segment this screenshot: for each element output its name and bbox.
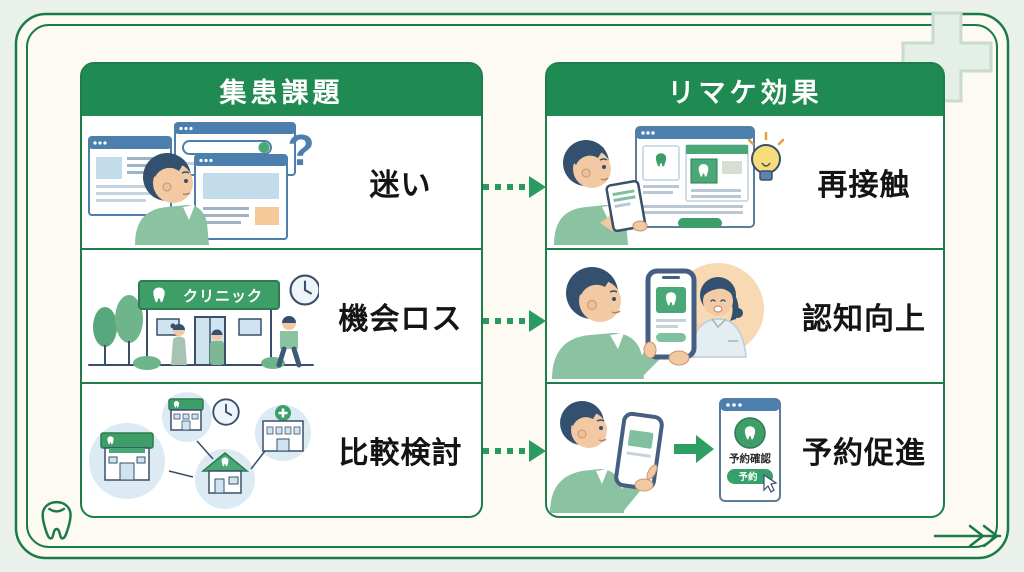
clinic-sign-text: クリニック [183, 288, 263, 305]
smartphone-device [643, 268, 697, 366]
dotted-line [483, 318, 530, 324]
arrow-icon [674, 435, 714, 463]
illustration-clinic-storefront: クリニック [82, 250, 320, 382]
booking-flow-graphic: 予約確認 予約 [550, 398, 781, 513]
dental-clinic-small [168, 398, 204, 431]
clinic-comparison-graphic [89, 392, 311, 509]
panel-effects-title: リマケ効果 [667, 77, 823, 108]
person-figure [552, 267, 664, 379]
illustration-tablet-dental-site [547, 116, 785, 248]
arrowhead-icon [529, 310, 546, 332]
label-comparison: 比較検討 [338, 437, 463, 470]
dental-clinic-large [100, 432, 154, 481]
clock-icon [212, 398, 240, 426]
panel-effects: リマケ効果 [545, 62, 945, 518]
dotted-line [483, 184, 530, 190]
hospital-building [262, 405, 304, 452]
phone-dentist-graphic [552, 263, 764, 379]
illustration-confused-browsing: ? [82, 116, 320, 248]
tooth-outline-icon [41, 500, 72, 540]
smartphone-device [614, 411, 664, 491]
cursor-icon [763, 473, 778, 493]
arrowhead-icon [529, 176, 546, 198]
person-figure [550, 401, 640, 513]
browser-window-left [88, 136, 172, 216]
label-hesitation: 迷い [369, 169, 432, 202]
row-opportunity-loss: クリニック [82, 248, 481, 382]
panel-challenges-title: 集患課題 [219, 77, 344, 108]
row-awareness: 認知向上 [547, 248, 943, 382]
passersby [170, 316, 302, 368]
illustration-phone-dentist [547, 250, 785, 382]
row-booking: 予約確認 予約 予約促進 [547, 382, 943, 516]
panel-challenges: 集患課題 [80, 62, 483, 518]
frame-inner-border [26, 24, 998, 548]
browser-window [635, 126, 755, 228]
clinic-storefront-graphic: クリニック [88, 274, 319, 370]
connector-arrow-1 [483, 174, 546, 200]
tablet-dental-site-graphic [554, 126, 784, 245]
double-chevron-arrow-icon [933, 524, 1002, 548]
row-comparison: 比較検討 [82, 382, 481, 516]
confused-browsing-graphic: ? [88, 122, 315, 245]
booking-button [727, 469, 773, 484]
browser-window-front [194, 154, 288, 240]
booking-window: 予約確認 予約 [719, 398, 781, 502]
panel-effects-header: リマケ効果 [547, 64, 943, 116]
label-opportunity-loss: 機会ロス [338, 303, 463, 336]
tablet-device [605, 179, 647, 233]
illustration-booking-flow: 予約確認 予約 [547, 384, 785, 516]
label-awareness: 認知向上 [802, 303, 926, 336]
panel-challenges-header: 集患課題 [82, 64, 481, 116]
dental-house [200, 452, 250, 494]
medical-cross-icon [901, 11, 993, 103]
clinic-building: クリニック [133, 280, 285, 370]
lightbulb-icon [747, 131, 784, 181]
row-hesitation: ? 迷い [82, 116, 481, 248]
booking-button-label: 予約 [738, 471, 758, 483]
label-recontact: 再接触 [817, 169, 911, 202]
label-booking: 予約促進 [802, 437, 926, 470]
arrowhead-icon [529, 440, 546, 462]
clock-icon [289, 274, 319, 306]
connection-lines [168, 440, 266, 478]
dotted-line [483, 448, 530, 454]
booking-window-title: 予約確認 [729, 452, 771, 465]
connector-arrow-2 [483, 308, 546, 334]
row-recontact: 再接触 [547, 116, 943, 248]
question-mark-icon: ? [288, 126, 315, 175]
connector-arrow-3 [483, 438, 546, 464]
person-figure [135, 153, 209, 245]
illustration-clinic-comparison [82, 384, 320, 516]
trees [93, 295, 143, 364]
